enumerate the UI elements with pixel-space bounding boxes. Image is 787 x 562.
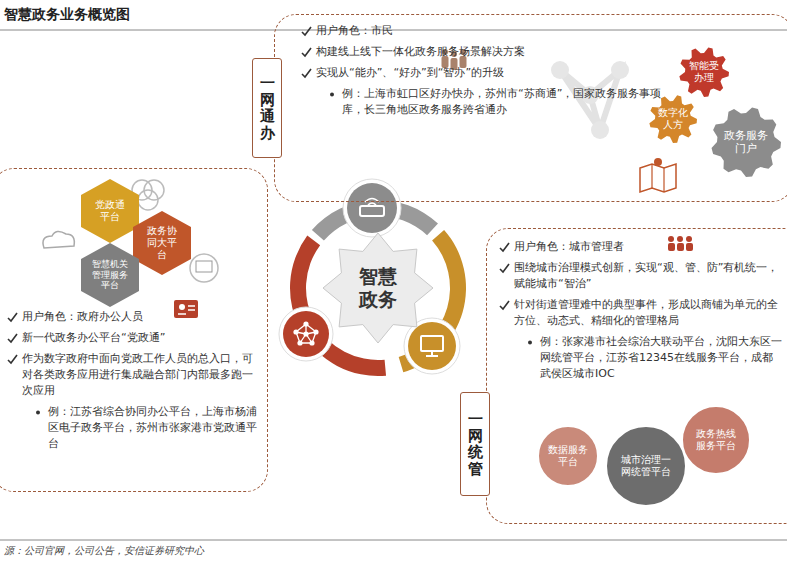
platform-circle: 城市治理一网统管平台 <box>605 425 687 507</box>
bullet-text: 新一代政务办公平台“党政通” <box>22 331 165 344</box>
section-label: 一网统管 <box>460 392 490 496</box>
user-panel: 用户角色：城市管理者围绕城市治理模式创新，实现“观、管、防”有机统一，赋能城市“… <box>486 228 787 524</box>
bullet-item: 用户角色：政府办公人员 <box>7 309 259 325</box>
bullet-mark <box>301 26 312 37</box>
bullet-item: 用户角色：城市管理者 <box>499 239 783 255</box>
bullet-item: 实现从“能办”、“好办”到“智办”的升级 <box>301 65 663 81</box>
bullet-item: 围绕城市治理模式创新，实现“观、管、防”有机统一，赋能城市“智治” <box>499 260 783 292</box>
bullet-item: 例：上海市虹口区好办快办，苏州市“苏商通”，国家政务服务事项库，长三角地区政务服… <box>327 86 663 118</box>
shape-label: 城市治理一网统管平台 <box>618 454 674 478</box>
gear-icon: 政务服务门户 <box>711 107 781 177</box>
bullet-mark <box>499 300 510 311</box>
bullet-mark <box>327 89 338 100</box>
user-panel: 用户角色：市民构建线上线下一体化政务服务场景解决方案实现从“能办”、“好办”到“… <box>274 14 787 202</box>
bullet-text: 例：张家港市社会综治大联动平台，沈阳大东区一网统管平台，江苏省12345在线服务… <box>540 335 782 380</box>
bullet-item: 新一代政务办公平台“党政通” <box>7 330 259 346</box>
shape-label: 数字化人方 <box>657 107 690 131</box>
section-title: 一网通办 <box>260 75 275 141</box>
platform-hexagon: 政务协同大平台 <box>133 211 191 275</box>
source-caption: 源：公司官网，公司公告，安信证券研究中心 <box>4 544 204 558</box>
text-area: 政务热线服务平台 <box>692 416 740 464</box>
text-area: 智慧机关管理服务平台 <box>90 252 129 297</box>
shape-label: 政务服务门户 <box>722 129 770 154</box>
shape-label: 党政通平台 <box>90 199 129 223</box>
section-label: 一网通办 <box>252 58 282 158</box>
bullet-text: 构建线上线下一体化政务服务场景解决方案 <box>316 45 525 58</box>
bullet-text: 针对街道管理难中的典型事件，形成以商铺为单元的全方位、动态式、精细化的管理格局 <box>514 298 778 327</box>
text-area: 智慧 政务 <box>348 233 408 343</box>
bullet-text: 用户角色：政府办公人员 <box>22 310 143 323</box>
gear-icon: 数字化人方 <box>649 95 697 143</box>
bullet-mark <box>525 337 536 348</box>
text-area: 一网通办 <box>253 59 281 157</box>
gear-icon: 智能受办理 <box>679 47 729 97</box>
text-area: 用户角色：城市管理者围绕城市治理模式创新，实现“观、管、防”有机统一，赋能城市“… <box>499 239 783 387</box>
bullet-mark <box>301 68 312 79</box>
bullet-text: 作为数字政府中面向党政工作人员的总入口，可对各类政务应用进行集成融合部门内部最多… <box>22 352 253 397</box>
bullet-mark <box>499 263 510 274</box>
platform-circle: 政务热线服务平台 <box>681 405 751 475</box>
network-graphic <box>551 61 629 139</box>
bullet-text: 例：上海市虹口区好办快办，苏州市“苏商通”，国家政务服务事项库，长三角地区政务服… <box>342 87 661 116</box>
user-panel: 用户角色：政府办公人员新一代政务办公平台“党政通” 作为数字政府中面向党政工作人员… <box>0 168 268 492</box>
title-rule <box>0 30 787 31</box>
bullet-text: 用户角色：市民 <box>316 24 393 37</box>
bullet-text: 例：江苏省综合协同办公平台，上海市杨浦区电子政务平台，苏州市张家港市党政通平台 <box>48 405 257 450</box>
bullet-text: 围绕城市治理模式创新，实现“观、管、防”有机统一，赋能城市“智治” <box>514 261 778 290</box>
text-area: 党政通平台 <box>90 188 129 233</box>
bullet-item: 针对街道管理难中的典型事件，形成以商铺为单元的全方位、动态式、精细化的管理格局 <box>499 297 783 329</box>
shape-label: 数据服务平台 <box>547 444 589 468</box>
shape-label: 政务热线服务平台 <box>692 428 740 452</box>
platform-hexagon: 党政通平台 <box>81 179 139 243</box>
cloud-icon <box>43 231 74 248</box>
text-area: 数据服务平台 <box>547 435 589 477</box>
platform-hexagon: 智慧机关管理服务平台 <box>81 243 139 307</box>
manager-icon <box>668 236 693 251</box>
diagram-title: 智慧政务业务概览图 <box>4 6 130 24</box>
map-icon <box>640 158 676 192</box>
ring-icon <box>343 179 401 237</box>
bullet-item: 作为数字政府中面向党政工作人员的总入口，可对各类政务应用进行集成融合部门内部最多… <box>7 351 259 399</box>
bullet-text: 实现从“能办”、“好办”到“智办”的升级 <box>316 66 504 79</box>
ring-icon <box>279 307 333 361</box>
bullet-item: 例：张家港市社会综治大联动平台，沈阳大东区一网统管平台，江苏省12345在线服务… <box>525 334 783 382</box>
bullet-mark <box>301 47 312 58</box>
bullet-text: 用户角色：城市管理者 <box>514 240 624 253</box>
center-star: 智慧 政务 <box>323 233 433 343</box>
text-area: 用户角色：政府办公人员新一代政务办公平台“党政通” 作为数字政府中面向党政工作人员… <box>7 309 259 457</box>
shape-label: 政务协同大平台 <box>142 225 181 261</box>
shape-label: 智能受办理 <box>687 60 721 84</box>
bullet-mark <box>33 407 44 418</box>
bullet-mark <box>7 312 18 323</box>
text-area: 政务协同大平台 <box>142 220 181 265</box>
platform-circle: 数据服务平台 <box>537 425 599 487</box>
bullet-item: 用户角色：市民 <box>301 23 663 39</box>
bullet-mark <box>499 242 510 253</box>
text-area: 政务服务门户 <box>722 118 770 166</box>
text-area: 一网统管 <box>461 393 489 495</box>
section-title: 一网统管 <box>468 411 483 477</box>
center-title: 智慧 政务 <box>348 265 408 311</box>
monitor-icon <box>190 254 218 282</box>
text-area: 用户角色：市民构建线上线下一体化政务服务场景解决方案实现从“能办”、“好办”到“… <box>301 23 663 123</box>
text-area: 城市治理一网统管平台 <box>618 438 674 494</box>
text-area: 智能受办理 <box>687 55 721 89</box>
bullet-item: 例：江苏省综合协同办公平台，上海市杨浦区电子政务平台，苏州市张家港市党政通平台 <box>33 404 259 452</box>
caption-rule <box>0 540 787 541</box>
text-area: 数字化人方 <box>657 103 690 136</box>
bullet-item: 构建线上线下一体化政务服务场景解决方案 <box>301 44 663 60</box>
shape-label: 智慧机关管理服务平台 <box>90 259 129 291</box>
badge-icon <box>174 300 198 318</box>
bullet-mark <box>7 354 18 365</box>
bullet-mark <box>7 333 18 344</box>
